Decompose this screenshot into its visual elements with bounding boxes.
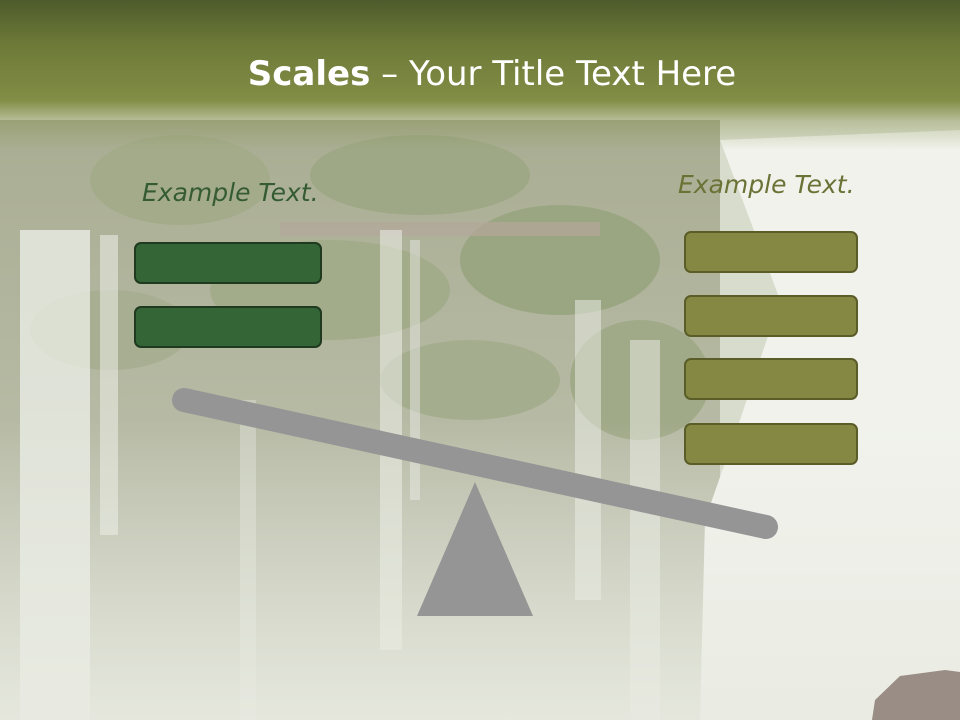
right-box-2: [684, 295, 858, 337]
left-box-1: [134, 242, 322, 284]
right-box-1: [684, 231, 858, 273]
left-example-text: Example Text.: [142, 178, 319, 207]
right-box-3: [684, 358, 858, 400]
slide-title-rest: – Your Title Text Here: [370, 54, 737, 94]
scale-beam-icon: [172, 388, 778, 539]
fulcrum-triangle-icon: [417, 482, 533, 616]
title-bar: [0, 0, 960, 150]
slide-title-bold: Scales: [247, 54, 371, 94]
slide-title: Scales – Your Title Text Here: [0, 52, 960, 96]
right-box-4: [684, 423, 858, 465]
right-example-text: Example Text.: [678, 170, 855, 199]
left-box-2: [134, 306, 322, 348]
